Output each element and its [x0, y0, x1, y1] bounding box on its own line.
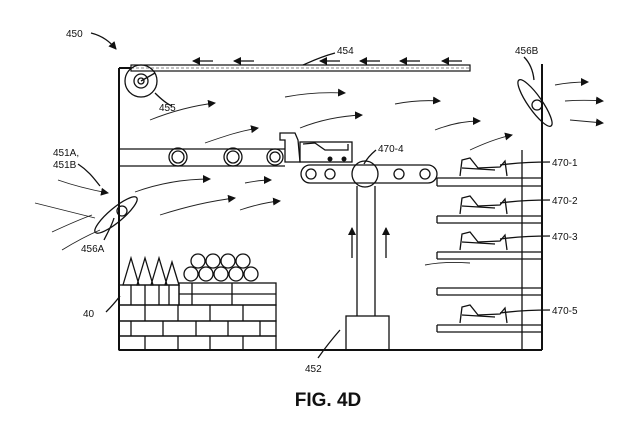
transfer-robot [279, 132, 353, 163]
elevator-conveyor [300, 160, 438, 188]
leader-lines [77, 32, 551, 359]
shelving-unit [436, 150, 542, 350]
label-456a: 456A [81, 244, 105, 255]
airflow-lines [34, 78, 604, 266]
label-451b: 451B [53, 160, 77, 171]
label-470-1: 470-1 [552, 158, 578, 169]
figure-caption: FIG. 4D [295, 390, 362, 411]
label-40: 40 [83, 309, 95, 320]
label-450: 450 [66, 29, 83, 40]
label-470-2: 470-2 [552, 196, 578, 207]
shelf-items [459, 157, 508, 324]
label-452: 452 [305, 364, 322, 375]
elevator-column [345, 186, 390, 351]
label-470-5: 470-5 [552, 306, 578, 317]
upper-conveyor [119, 147, 285, 167]
label-470-3: 470-3 [552, 232, 578, 243]
label-456b: 456B [515, 46, 539, 57]
label-454: 454 [337, 46, 354, 57]
fan-b [517, 79, 553, 127]
label-455: 455 [159, 103, 176, 114]
roller [124, 64, 158, 98]
stacked-goods [118, 253, 277, 351]
label-470-4: 470-4 [378, 144, 404, 155]
top-belt [130, 64, 471, 72]
label-451a: 451A, [53, 148, 79, 159]
